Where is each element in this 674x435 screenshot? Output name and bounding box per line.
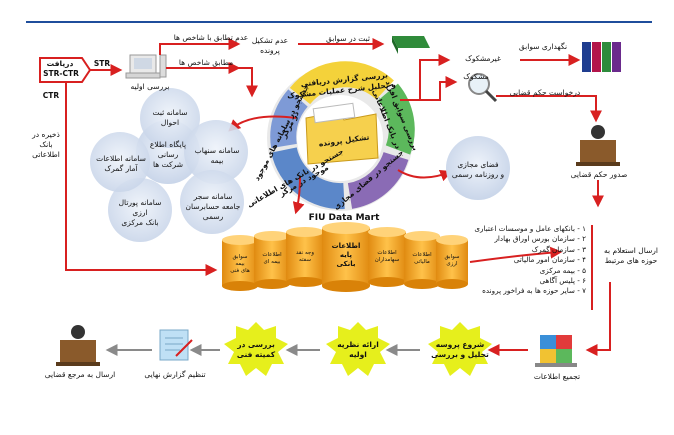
store-note-1: ذخیره در bbox=[32, 130, 60, 139]
final-report-label: تنظیم گزارش نهایی bbox=[144, 370, 206, 379]
arrow-to-nonsuspicious bbox=[419, 54, 451, 100]
store-note-3: اطلاعاتی bbox=[32, 150, 60, 159]
cylinder-1 bbox=[222, 235, 258, 291]
store-note-2: بانک bbox=[39, 140, 53, 149]
judicial-verdict-label: صدور حکم قضایی bbox=[570, 170, 628, 179]
ctr-label: CTR bbox=[42, 91, 60, 100]
arrow-inquiry-to-collect bbox=[585, 282, 611, 356]
mismatch-label: عدم تطابق با شاخص ها bbox=[173, 33, 249, 42]
cylinder-5 bbox=[368, 227, 406, 287]
cylinder-2 bbox=[254, 231, 290, 289]
send-judicial-label: ارسال به مرجع قضایی bbox=[44, 370, 116, 379]
str-ctr-label: STR-CTR bbox=[43, 69, 79, 78]
agency-item-3: ۳ - سازمان گمرک bbox=[531, 244, 586, 254]
cylinder-4-label: اطلاعات پایه بانکی bbox=[331, 242, 361, 268]
start-analysis-2: تحلیل و بررسی bbox=[431, 350, 489, 359]
file-folder-icon bbox=[305, 102, 379, 165]
virtual-space-2: و روزنامه رسمی bbox=[451, 170, 505, 179]
agency-item-4: ۴ - سازمان امور مالیاتی bbox=[513, 255, 586, 265]
cylinder-4 bbox=[322, 222, 370, 292]
virtual-space-1: فضای مجازی bbox=[457, 160, 499, 169]
data-mart-title: FIU Data Mart bbox=[308, 213, 380, 223]
bubble-bottom-2: ارزی bbox=[132, 208, 148, 217]
process-cycle bbox=[267, 61, 415, 211]
start-analysis-1: شروع پروسه bbox=[435, 340, 485, 349]
virtual-space-bubble bbox=[446, 136, 510, 200]
bubble-left-2: آمار گمرک bbox=[104, 164, 138, 173]
match-label: مطابق شاخص ها bbox=[178, 58, 234, 67]
arrow-datamart-to-inquiry bbox=[469, 246, 563, 263]
cylinder-3 bbox=[286, 227, 324, 287]
cylinder-6 bbox=[404, 231, 440, 289]
agency-item-6: ۶ - پلیس آگاهی bbox=[539, 276, 586, 286]
starburst-start bbox=[428, 322, 492, 376]
collect-info-label: تجمیع اطلاعات bbox=[533, 372, 581, 381]
cylinder-7-label: سوابق ارزی bbox=[444, 254, 460, 267]
bubble-right-2: بیمه bbox=[210, 156, 224, 165]
initial-review-label: بررسی اولیه bbox=[130, 82, 170, 91]
arrow-to-datamart bbox=[292, 175, 305, 215]
no-file-label-1: عدم تشکیل bbox=[251, 36, 289, 45]
judicial-request-label: درخواست حکم قضایی bbox=[509, 88, 581, 97]
present-theory-1: ارائه نظریه bbox=[337, 340, 379, 349]
tech-committee-1: بررسی در bbox=[237, 340, 275, 349]
arrow-ctr-to-datamart bbox=[65, 82, 218, 276]
send-inquiry-2: حوزه های مرتبط bbox=[604, 256, 658, 265]
bubble-bottom-3: بانک مرکزی bbox=[121, 218, 159, 227]
keep-history-label: نگهداری سوابق bbox=[518, 42, 568, 51]
bubble-bottom-right-3: رسمی bbox=[202, 212, 224, 221]
arrow-to-virtual-space bbox=[397, 169, 453, 182]
magnifier-icon bbox=[468, 73, 498, 103]
cylinder-5-label: اطلاعات سهامداران bbox=[374, 250, 400, 263]
bubble-bottom-right-2: جامعه حسابرسان bbox=[185, 202, 241, 211]
nonsuspicious-label: غیرمشکوک bbox=[465, 54, 501, 63]
suspicious-label: مشکوک bbox=[463, 72, 489, 81]
tech-committee-2: کمیته فنی bbox=[236, 350, 276, 359]
cylinder-6-label: اطلاعات مالیاتی bbox=[412, 252, 432, 265]
arrow-to-judicial-request bbox=[496, 95, 602, 123]
agency-item-7: ۷ - سایر حوزه ها به فراخور پرونده bbox=[482, 286, 586, 296]
bubble-left-1: سامانه اطلاعات bbox=[96, 154, 146, 163]
puzzle-icon bbox=[535, 335, 577, 367]
bubble-bottom-1: سامانه پورتال bbox=[118, 198, 162, 207]
bubble-center-1: پایگاه اطلاع bbox=[149, 140, 187, 149]
cylinder-7 bbox=[436, 235, 468, 289]
cylinder-3-label: وجه نقد سفته bbox=[296, 250, 314, 263]
bubble-center-2: رسانی bbox=[157, 150, 179, 159]
agency-item-5: ۵ - بیمه مرکزی bbox=[539, 265, 586, 275]
receive-label: دریافت bbox=[46, 59, 74, 68]
agency-item-1: ۱ - بانکهای عامل و موسسات اعتباری bbox=[474, 224, 586, 233]
bubble-top-1: سامانه ثبت bbox=[152, 108, 188, 117]
bubble-top-2: احوال bbox=[160, 118, 180, 127]
arrow-match-to-cycle bbox=[230, 67, 258, 98]
cylinder-2-label: اطلاعات بیمه ای bbox=[262, 252, 282, 265]
bubble-right-1: سامانه سنهاب bbox=[194, 146, 240, 155]
systems-bubbles bbox=[90, 88, 248, 242]
agency-item-2: ۲ - سازمان بورس اوراق بهادار bbox=[494, 234, 586, 244]
record-history-label: ثبت در سوابق bbox=[325, 34, 371, 43]
cylinder-1-label: سوابق بیمه های فنی bbox=[230, 254, 250, 274]
folder-green-icon bbox=[392, 36, 430, 54]
top-divider bbox=[26, 21, 652, 23]
arrow-to-suspicious bbox=[400, 76, 458, 101]
present-theory-2: اولیه bbox=[349, 350, 367, 359]
str-label: STR bbox=[93, 59, 111, 68]
judge-icon-bottom bbox=[56, 325, 100, 366]
agency-list: ۱ - بانکهای عامل و موسسات اعتباری ۲ - سا… bbox=[438, 224, 586, 297]
computer-icon bbox=[125, 54, 167, 79]
arrow-mismatch bbox=[159, 38, 241, 55]
judge-icon-top bbox=[576, 125, 620, 166]
no-file-label-2: پرونده bbox=[260, 46, 280, 55]
starburst-theory bbox=[326, 322, 390, 376]
notepad-icon bbox=[159, 329, 193, 361]
str-ctr-box bbox=[39, 57, 92, 83]
send-inquiry-1: ارسال استعلام به bbox=[604, 246, 658, 255]
binders-icon bbox=[582, 42, 621, 72]
bubble-center-3: شرکت ها bbox=[153, 160, 183, 169]
starburst-committee bbox=[224, 322, 288, 376]
bubble-bottom-right-1: سامانه سجر bbox=[193, 192, 233, 201]
data-mart-cylinders bbox=[222, 222, 468, 292]
